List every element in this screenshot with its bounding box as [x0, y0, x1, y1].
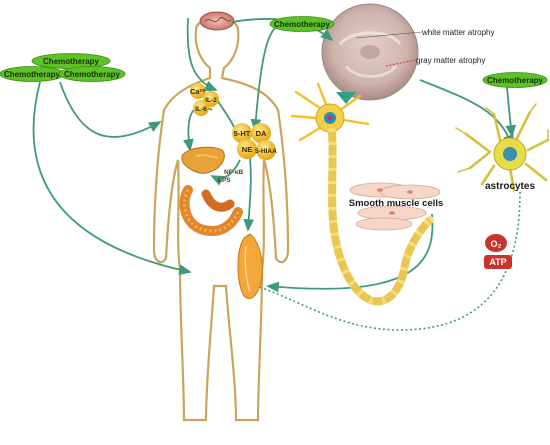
svg-text:ATP: ATP: [489, 257, 506, 267]
svg-text:Chemotherapy: Chemotherapy: [43, 57, 100, 66]
svg-text:Chemotherapy: Chemotherapy: [274, 20, 331, 29]
chemo-top-left-2: Chemotherapy: [0, 66, 65, 82]
chemo-head: Chemotherapy: [269, 16, 335, 32]
atp-badge: ATP: [484, 255, 512, 269]
bladder-icon: [237, 233, 263, 299]
scan-neuron-arrowhead: [336, 92, 356, 104]
svg-text:DA: DA: [256, 129, 267, 138]
serotonin-molecule: 5-HT: [232, 123, 252, 143]
nfkb-label: NF-κB: [224, 169, 243, 176]
svg-text:5-HT: 5-HT: [234, 129, 251, 138]
astrocyte-icon: astrocytes: [455, 103, 550, 192]
svg-text:IL-2: IL-2: [205, 97, 217, 104]
svg-text:NE: NE: [242, 145, 252, 154]
svg-text:Ca²⁺: Ca²⁺: [190, 87, 206, 96]
liver-icon: [181, 146, 225, 174]
svg-text:astrocytes: astrocytes: [485, 181, 535, 192]
svg-text:Chemotherapy: Chemotherapy: [487, 76, 544, 85]
svg-text:O₂: O₂: [491, 239, 502, 249]
neuron-icon: [290, 82, 434, 306]
norepinephrine-molecule: NE: [237, 139, 257, 159]
human-body-outline: [152, 17, 290, 422]
dopamine-molecule: DA: [251, 123, 271, 143]
svg-text:5-HIAA: 5-HIAA: [255, 148, 277, 155]
il6-molecule: IL-6: [193, 100, 209, 116]
white-matter-label: white matter atrophy: [421, 28, 494, 37]
hiaa-molecule: 5-HIAA: [255, 140, 277, 160]
svg-text:Smooth muscle cells: Smooth muscle cells: [349, 198, 444, 209]
chemo-top-left-1: Chemotherapy: [31, 53, 111, 69]
gray-matter-label: gray matter atrophy: [416, 56, 485, 65]
svg-text:Chemotherapy: Chemotherapy: [64, 70, 121, 79]
chemo-top-left-3: Chemotherapy: [58, 66, 126, 82]
svg-text:Chemotherapy: Chemotherapy: [4, 70, 61, 79]
lps-label: LPS: [218, 177, 231, 184]
svg-text:IL-6: IL-6: [195, 106, 207, 113]
calcium-molecule: Ca²⁺: [190, 83, 206, 99]
chemo-right: Chemotherapy: [482, 72, 548, 88]
oxygen-badge: O₂: [485, 234, 507, 252]
intestine-icon: [179, 185, 243, 236]
smooth-muscle-cells: Smooth muscle cells: [349, 182, 444, 231]
